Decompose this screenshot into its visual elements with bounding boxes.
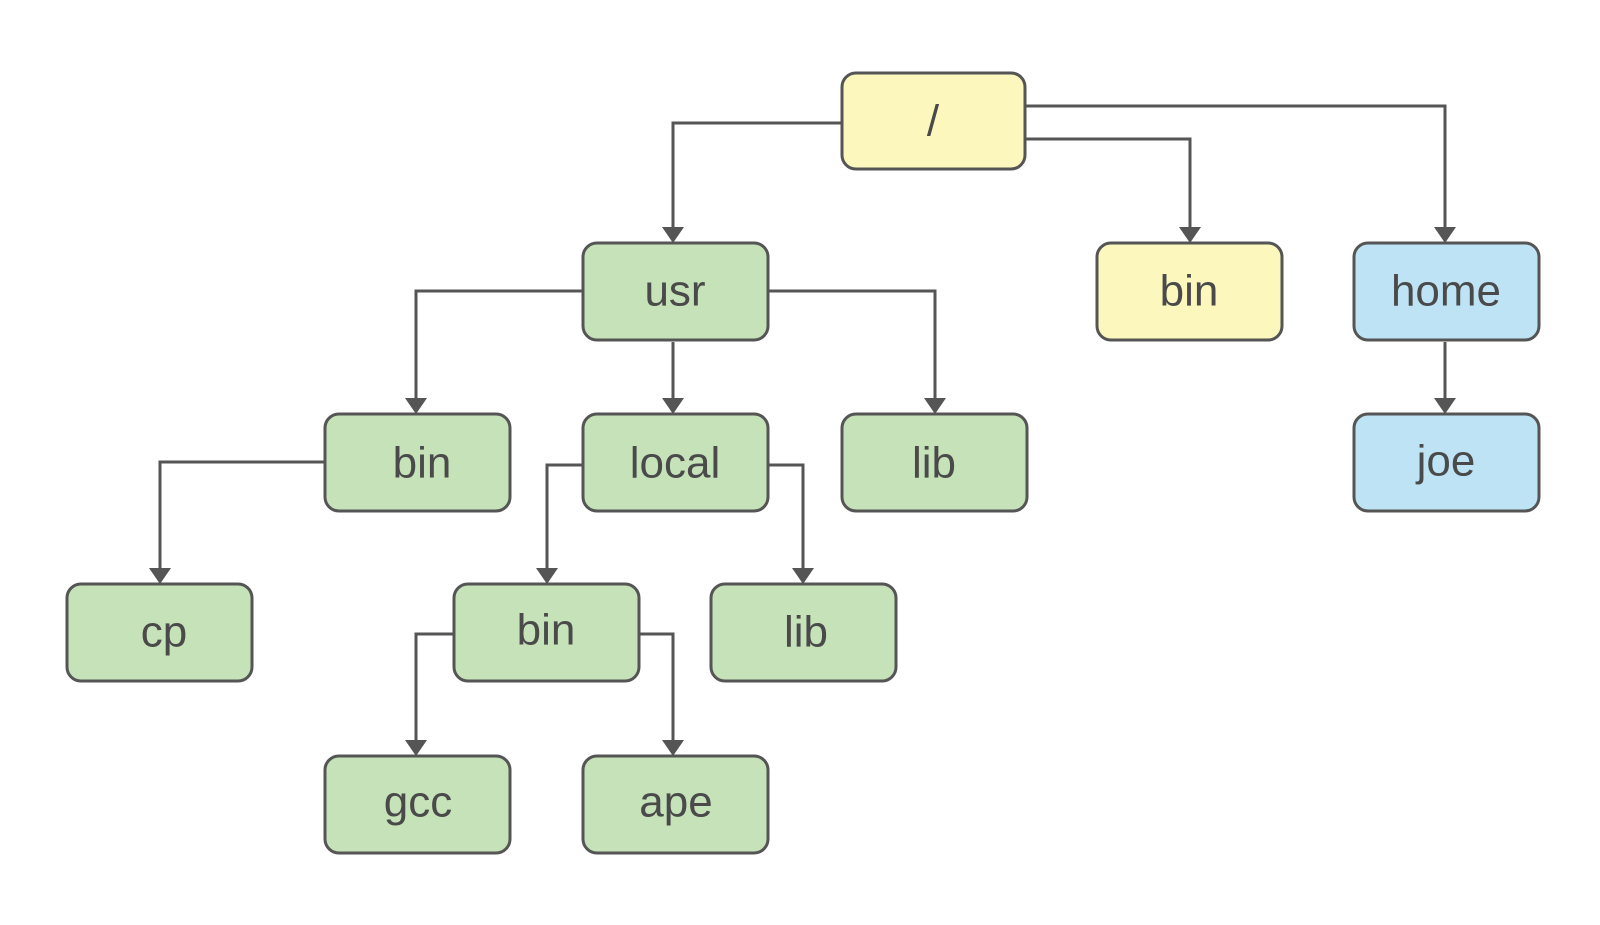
node-label: lib: [784, 608, 828, 657]
arrow-bin-cp: [149, 568, 171, 584]
node-label: usr: [644, 267, 705, 316]
node-label: bin: [517, 606, 576, 655]
node-ape: ape: [581, 754, 770, 855]
arrow-bin-ape: [662, 740, 684, 756]
edge-usr-lib: [768, 289, 937, 398]
arrow-root-bin: [1179, 227, 1201, 243]
node-label: local: [630, 439, 721, 488]
node-label: cp: [141, 608, 187, 657]
node-box: [1352, 241, 1541, 342]
arrow-usr-bin: [405, 398, 427, 414]
node-label: bin: [1160, 267, 1219, 316]
node-label: joe: [1415, 437, 1476, 486]
arrow-local-bin: [536, 568, 558, 584]
edge-local-bin: [545, 463, 583, 568]
nodes: / usr bin home bin local lib joe: [65, 71, 1541, 855]
arrow-home-joe: [1434, 398, 1456, 414]
node-local-bin: bin: [452, 582, 641, 683]
node-label: gcc: [384, 778, 452, 827]
node-box: [1352, 412, 1541, 513]
edges: [149, 104, 1456, 756]
edge-root-bin: [1025, 137, 1192, 227]
node-box: [65, 582, 254, 683]
node-box: [709, 582, 898, 683]
node-label: /: [927, 97, 940, 146]
node-local-lib: lib: [709, 582, 898, 683]
node-box: [581, 241, 770, 342]
node-usr-bin: bin: [323, 412, 512, 513]
node-joe: joe: [1352, 412, 1541, 513]
node-box: [581, 754, 770, 855]
node-label: home: [1391, 267, 1501, 316]
arrow-local-lib: [792, 568, 814, 584]
node-cp: cp: [65, 582, 254, 683]
node-usr: usr: [581, 241, 770, 342]
node-usr-lib: lib: [840, 412, 1029, 513]
node-box: [840, 412, 1029, 513]
node-bin-top: bin: [1095, 241, 1284, 342]
node-box: [581, 412, 770, 513]
node-label: ape: [639, 778, 712, 827]
edge-bin-gcc: [414, 632, 454, 740]
arrow-usr-lib: [924, 398, 946, 414]
node-box: [323, 754, 512, 855]
arrow-usr-local: [662, 398, 684, 414]
node-box: [323, 412, 512, 513]
node-home: home: [1352, 241, 1541, 342]
edge-bin-ape: [640, 632, 675, 740]
edge-local-lib: [768, 463, 805, 568]
edge-root-usr: [671, 121, 842, 227]
node-box: [452, 582, 641, 683]
arrow-root-home: [1434, 227, 1456, 243]
arrow-root-usr: [662, 227, 684, 243]
node-usr-local: local: [581, 412, 770, 513]
edge-usr-bin: [414, 289, 583, 398]
node-gcc: gcc: [323, 754, 512, 855]
node-box: [1095, 241, 1284, 342]
node-label: lib: [912, 439, 956, 488]
edge-bin-cp: [158, 460, 325, 568]
edge-root-home: [1025, 104, 1447, 227]
node-label: bin: [393, 439, 452, 488]
node-root: /: [840, 71, 1027, 171]
arrow-bin-gcc: [405, 740, 427, 756]
node-box: [840, 71, 1027, 171]
